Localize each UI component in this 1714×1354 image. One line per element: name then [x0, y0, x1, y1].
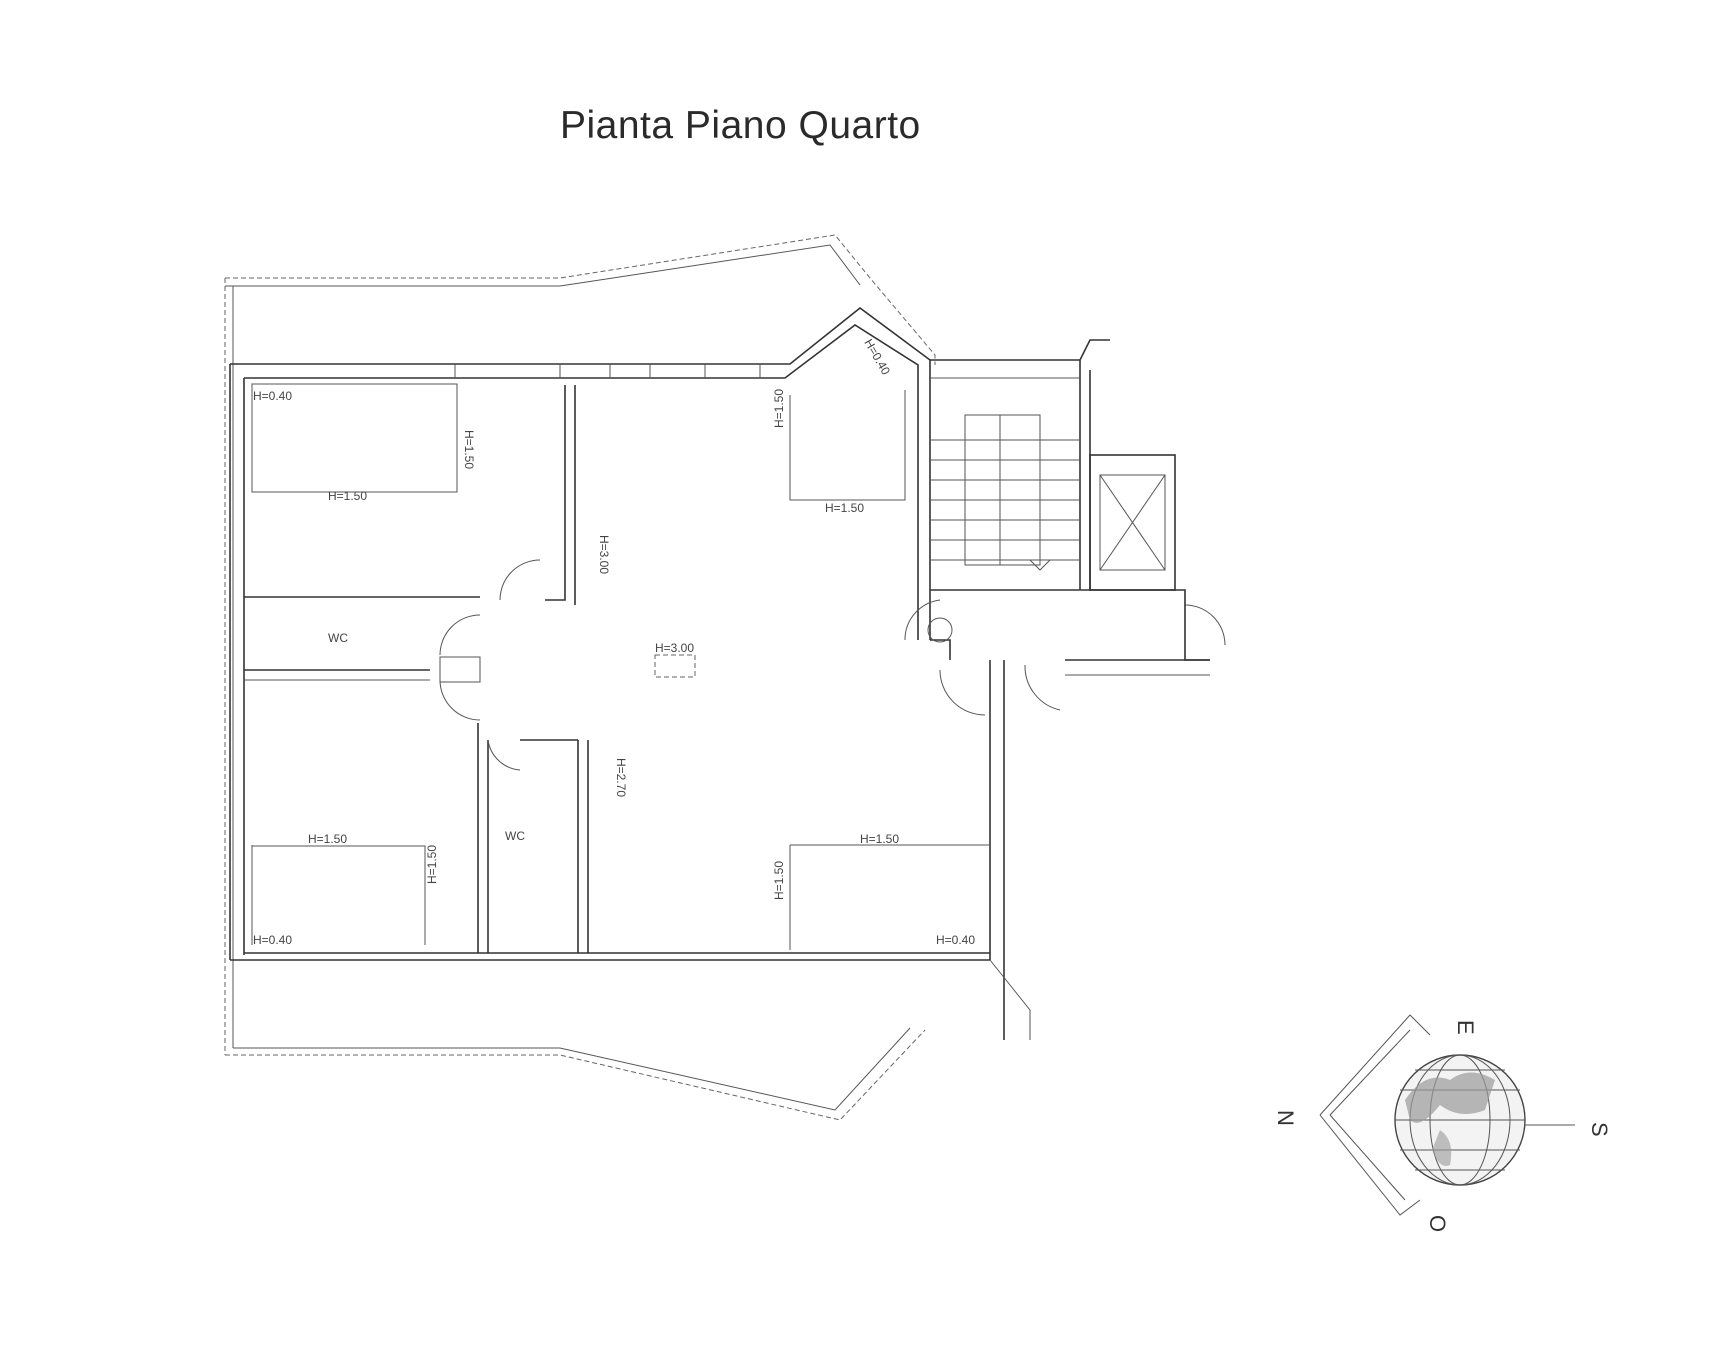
compass-east: E [1453, 1020, 1478, 1035]
label-h150-bottom-right-vertical: H=1.50 [772, 861, 786, 900]
elevator-shaft [1089, 454, 1176, 591]
height-labels: H=0.40 H=1.50 H=1.50 WC H=3.00 H=3.00 H=… [253, 337, 975, 948]
door-swings [439, 559, 1226, 771]
label-h040-bottom-left: H=0.40 [253, 933, 292, 947]
compass-rose: N E S O [1273, 1014, 1612, 1232]
compass-south: S [1587, 1122, 1612, 1137]
apartment-walls [229, 306, 1031, 1040]
compass-north: N [1273, 1110, 1298, 1126]
plan-title: Pianta Piano Quarto [560, 104, 921, 147]
top-windows [454, 364, 761, 378]
label-h150-top-left-horizontal: H=1.50 [328, 489, 367, 503]
label-wc-top: WC [328, 631, 348, 645]
label-h150-bottom-right-horizontal: H=1.50 [860, 832, 899, 846]
label-h150-top-left-vertical: H=1.50 [462, 430, 476, 469]
label-h150-bottom-left-horizontal: H=1.50 [308, 832, 347, 846]
terrace-outline [224, 234, 936, 1121]
label-h150-bottom-left-vertical: H=1.50 [425, 845, 439, 884]
interior-walls [244, 383, 990, 953]
label-wc-bottom: WC [505, 829, 525, 843]
globe-icon [1394, 1054, 1526, 1186]
compass-west: O [1425, 1215, 1450, 1232]
label-h040-bay: H=0.40 [861, 337, 893, 378]
center-fixture [654, 654, 696, 678]
label-h150-bay-horizontal: H=1.50 [825, 501, 864, 515]
label-h040-bottom-right: H=0.40 [936, 933, 975, 947]
label-h040-top-left: H=0.40 [253, 389, 292, 403]
stairwell [927, 339, 1210, 676]
label-h300-vertical: H=3.00 [597, 535, 611, 574]
label-h150-bay-vertical: H=1.50 [772, 389, 786, 428]
label-h300-center: H=3.00 [655, 641, 694, 655]
label-h270: H=2.70 [614, 758, 628, 797]
